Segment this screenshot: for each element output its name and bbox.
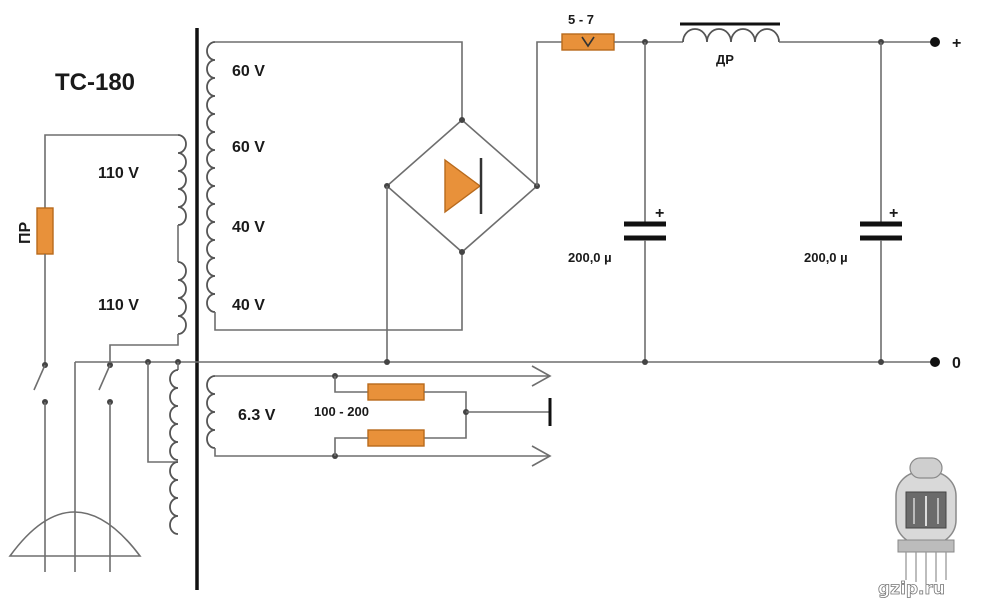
filament-coil (206, 375, 216, 449)
filament-bottom-wire (214, 448, 550, 457)
filament-arrow-bottom (531, 445, 552, 467)
filament-voltage: 6.3 V (238, 407, 276, 424)
hv-bottom-wire (214, 252, 463, 331)
extra-coil-lower (169, 461, 179, 535)
balance-resistor-b (367, 429, 425, 447)
cap1-label: 200,0 µ (568, 250, 612, 265)
hv-top-wire (215, 41, 463, 120)
series-resistor-mark (581, 36, 595, 48)
vacuum-tube-image (895, 457, 957, 584)
ground-node-c (384, 359, 390, 365)
bridge-node-top (459, 117, 465, 123)
cap2-node-bottom (878, 359, 884, 365)
balance-mid-wire (424, 391, 467, 439)
cap2-polarity: + (889, 205, 898, 222)
secondary-w1-voltage: 60 V (232, 63, 265, 80)
extra-coil-upper (169, 369, 179, 461)
bridge-plus-wire (536, 41, 562, 186)
filament-arrow-top (531, 365, 552, 387)
cap1-node-bottom (642, 359, 648, 365)
choke-label: ДР (716, 52, 734, 67)
switch-2-blade (98, 364, 111, 391)
bridge-diode-symbol (444, 158, 482, 214)
series-resistor (561, 33, 615, 51)
terminal-zero (930, 357, 940, 367)
primary-coil-upper (177, 134, 187, 226)
balance-resistor-a (367, 383, 425, 401)
primary-coil-lower (177, 261, 187, 335)
secondary-w4-voltage: 40 V (232, 297, 265, 314)
mains-plug (8, 511, 142, 557)
secondary-w3-voltage: 40 V (232, 219, 265, 236)
primary-lower-voltage: 110 V (98, 297, 139, 314)
fuse-pr (36, 207, 54, 255)
primary-bottom-wire (109, 334, 179, 365)
transformer-title: ТС-180 (55, 69, 135, 96)
terminal-zero-label: 0 (952, 355, 961, 372)
choke-coil (682, 28, 780, 43)
series-resistor-label: 5 - 7 (568, 12, 594, 27)
primary-top-wire (44, 134, 178, 208)
hv-coil-lower (206, 293, 216, 313)
secondary-w2-voltage: 60 V (232, 139, 265, 156)
balance-resistor-label: 100 - 200 (314, 404, 369, 419)
bridge-node-bottom (459, 249, 465, 255)
terminal-plus (930, 37, 940, 47)
primary-upper-voltage: 110 V (98, 165, 139, 182)
res-a-left-wire (334, 376, 368, 393)
switch-1-blade (33, 364, 46, 391)
hv-coil-upper (206, 41, 216, 295)
cap1-polarity: + (655, 205, 664, 222)
cap2-label: 200,0 µ (804, 250, 848, 265)
ground-tap-wire (147, 362, 178, 463)
terminal-plus-label: + (952, 35, 961, 52)
watermark: gzip.ru (878, 579, 945, 599)
res-b-left-wire (334, 437, 368, 456)
fuse-label: ПР (17, 222, 34, 245)
